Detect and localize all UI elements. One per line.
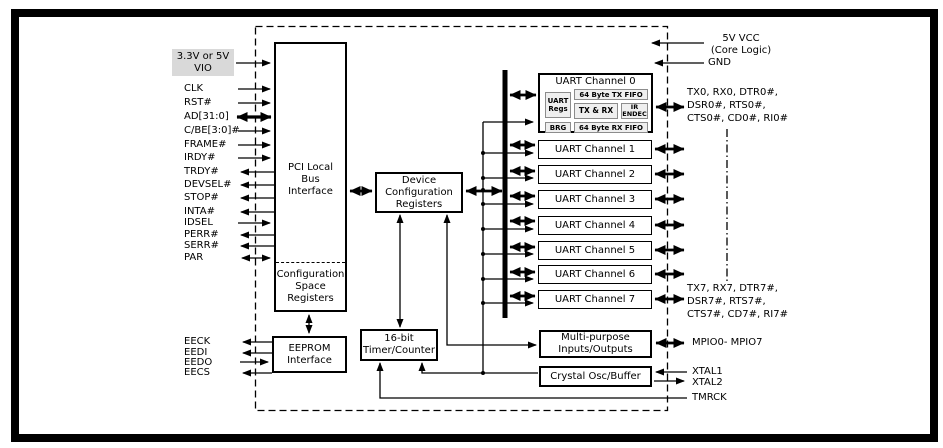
- uart-channel-4-block: UART Channel 4: [538, 216, 652, 235]
- xtal1-label: XTAL1: [692, 366, 723, 377]
- eeprom-interface-block: EEPROM Interface: [272, 336, 347, 373]
- pin-eedi: EEDI: [184, 347, 208, 358]
- crystal-osc-buffer-block: Crystal Osc/Buffer: [539, 366, 652, 387]
- uart-channel-1-block: UART Channel 1: [538, 140, 652, 159]
- pin-rst: RST#: [184, 97, 212, 108]
- pin-irdy: IRDY#: [184, 152, 216, 163]
- pin-cbe: C/BE[3:0]#: [184, 125, 240, 136]
- pin-perr: PERR#: [184, 229, 219, 240]
- uart-channel-3-block: UART Channel 3: [538, 190, 652, 209]
- channel7-signals-label: TX7, RX7, DTR7#, DSR7#, RTS7#, CTS7#, CD…: [687, 283, 788, 320]
- rx-fifo-subblock: 64 Byte RX FIFO: [574, 122, 648, 133]
- timer-counter-block: 16-bit Timer/Counter: [360, 329, 438, 361]
- uart-channel-7-block: UART Channel 7: [538, 290, 652, 309]
- uart-channel-0-block: UART Channel 0 UART Regs BRG 64 Byte TX …: [538, 73, 653, 133]
- device-configuration-registers-block: Device Configuration Registers: [375, 172, 463, 213]
- pin-par: PAR: [184, 252, 204, 263]
- uart-channel-5-block: UART Channel 5: [538, 241, 652, 260]
- pin-frame: FRAME#: [184, 139, 227, 150]
- vio-power-label: 3.3V or 5V VIO: [172, 49, 234, 76]
- xtal2-label: XTAL2: [692, 377, 723, 388]
- tmrck-label: TMRCK: [692, 392, 727, 403]
- chip-boundary: [254, 25, 669, 412]
- pin-stop: STOP#: [184, 192, 219, 203]
- pin-eecs: EECS: [184, 367, 210, 378]
- pin-ad: AD[31:0]: [184, 111, 229, 122]
- vcc-label: 5V VCC (Core Logic): [710, 33, 772, 56]
- uart-channel-2-block: UART Channel 2: [538, 165, 652, 184]
- vio-line2: VIO: [194, 62, 212, 74]
- pci-block-label: PCI Local Bus Interface: [287, 162, 334, 197]
- gnd-label: GND: [708, 57, 731, 68]
- pin-inta: INTA#: [184, 206, 215, 217]
- junction-dots: [481, 151, 485, 375]
- uart-regs-subblock: UART Regs: [545, 92, 571, 118]
- uart-channel-0-title: UART Channel 0: [555, 76, 636, 87]
- multi-purpose-io-block: Multi-purpose Inputs/Outputs: [539, 330, 652, 358]
- configuration-space-registers-block: Configuration Space Registers: [276, 262, 345, 310]
- tx-fifo-subblock: 64 Byte TX FIFO: [574, 89, 648, 100]
- uart-channel-6-block: UART Channel 6: [538, 265, 652, 284]
- pin-eedo: EEDO: [184, 357, 213, 368]
- pin-idsel: IDSEL: [184, 217, 213, 228]
- channel0-signals-label: TX0, RX0, DTR0#, DSR0#, RTS0#, CTS0#, CD…: [687, 87, 788, 124]
- pin-clk: CLK: [184, 83, 204, 94]
- vio-line1: 3.3V or 5V: [176, 50, 230, 62]
- brg-subblock: BRG: [545, 122, 571, 133]
- ir-endec-subblock: IR ENDEC: [621, 102, 648, 119]
- mpio-label: MPIO0- MPIO7: [692, 337, 763, 348]
- page-border: [11, 9, 938, 442]
- pin-trdy: TRDY#: [184, 166, 219, 177]
- pci-local-bus-interface-block: PCI Local Bus Interface Configuration Sp…: [274, 42, 347, 312]
- pin-devsel: DEVSEL#: [184, 179, 232, 190]
- tx-rx-subblock: TX & RX: [574, 103, 618, 119]
- pin-eeck: EECK: [184, 336, 211, 347]
- pin-serr: SERR#: [184, 240, 219, 251]
